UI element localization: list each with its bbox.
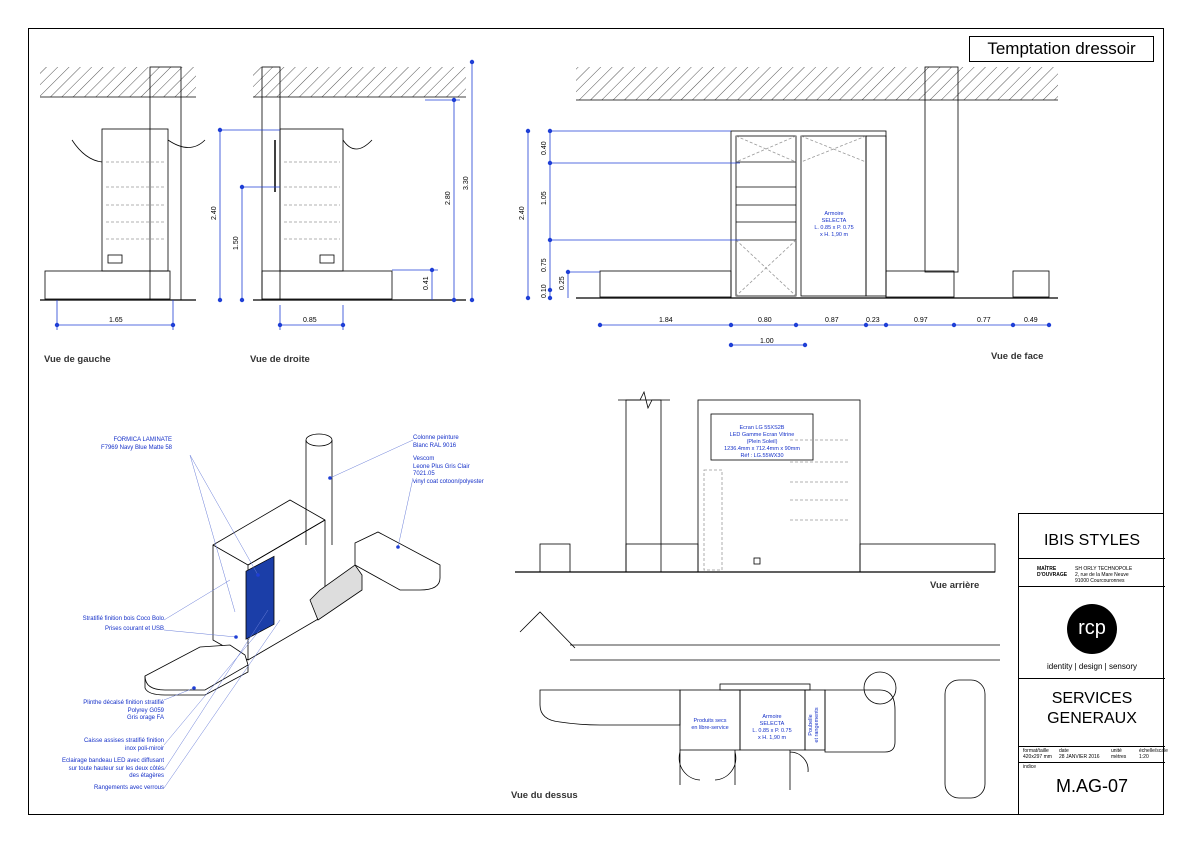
drawing-reference: M.AG-07 [1055, 776, 1129, 796]
back-screen-4: 1236.4mm x 712.4mm x 90mm [724, 446, 800, 452]
label-vue-face: Vue de face [991, 351, 1044, 362]
maitre-label: MAÎTRE D'OUVRAGE [1037, 566, 1068, 578]
dim-front-h1: 1.84 [659, 317, 673, 324]
left-view [40, 66, 206, 301]
top-armoire-2: SELECTA [760, 721, 785, 727]
maitre-value: SH ORLY TECHNOPOLE 2, rue de la Mare Neu… [1075, 566, 1133, 584]
top-produits-2: en libre-service [691, 725, 728, 731]
dim-front-v2: 1.05 [541, 191, 548, 205]
dim-right-h5: 0.41 [423, 276, 430, 290]
dim-front-bottom: 1.00 [760, 338, 774, 345]
back-screen-5: Réf : LG.55WX30 [740, 453, 783, 459]
annotation-vescom: Vescom Leone Plus Gris Clair 7021.05 vin… [413, 456, 484, 485]
annotation-dots [192, 476, 400, 690]
back-screen-3: (Plein Soleil) [747, 439, 778, 445]
top-armoire-3: L. 0.85 x P. 0.75 [752, 728, 791, 734]
annotation-leaders [163, 439, 414, 789]
top-armoire-1: Armoire [762, 714, 781, 720]
dim-right-h3: 2.80 [445, 191, 452, 205]
dim-front-v3: 0.75 [541, 258, 548, 272]
dim-left-width: 1.65 [109, 317, 123, 324]
right-dims [217, 59, 475, 330]
dim-front-h2: 0.80 [758, 317, 772, 324]
annotation-prises: Prises courant et USB [104, 626, 164, 632]
dim-front-h7: 0.49 [1024, 317, 1038, 324]
top-poubelle-2: et rangements [814, 707, 820, 742]
title-block: IBIS STYLES MAÎTRE D'OUVRAGE SH ORLY TEC… [1018, 513, 1168, 815]
sheet-frame [28, 28, 1164, 815]
front-armoire-3: L. 0.85 x P. 0.75 [814, 225, 853, 231]
annotation-plinthe: Plinthe décalsé finition stratifié Polyr… [83, 700, 164, 721]
dim-front-v1: 0.40 [541, 141, 548, 155]
dim-front-v5: 0.10 [541, 284, 548, 298]
field-echelle: échelle/scale 1:20 [1139, 748, 1168, 760]
isometric-view [144, 433, 441, 696]
annotation-stratifie: Stratifié finition bois Coco Bolo [82, 616, 164, 622]
front-dims [525, 128, 1052, 348]
annotation-rangements: Rangements avec verrous [93, 785, 164, 791]
annotation-caisse: Caisse assises stratifié finition inox p… [83, 738, 164, 752]
annotation-eclairage: Eclairage bandeau LED avec diffusant sur… [62, 758, 164, 779]
dim-front-v7: 2.40 [519, 206, 526, 220]
tagline: identity | design | sensory [1047, 662, 1137, 671]
field-date: date 28 JANVIER 2016 [1059, 748, 1100, 760]
front-armoire-4: x H. 1,90 m [820, 232, 849, 238]
rcp-logo: rcp [1067, 604, 1117, 654]
label-vue-arriere: Vue arrière [930, 580, 980, 591]
label-vue-gauche: Vue de gauche [44, 354, 111, 365]
label-vue-dessus: Vue du dessus [511, 790, 578, 801]
indice-label: indice [1023, 764, 1037, 770]
project-name: IBIS STYLES [1043, 532, 1141, 549]
dim-front-h6: 0.77 [977, 317, 991, 324]
top-produits-1: Produits secs [693, 718, 726, 724]
dim-right-width: 0.85 [303, 317, 317, 324]
front-armoire-1: Armoire [824, 211, 843, 217]
right-view [253, 66, 466, 301]
top-poubelle-1: Poubelle [808, 714, 814, 735]
label-vue-droite: Vue de droite [250, 354, 310, 365]
dim-front-h4: 0.23 [866, 317, 880, 324]
dim-front-v4: 0.25 [559, 276, 566, 290]
dim-right-h4: 3.30 [463, 176, 470, 190]
field-unite: unité mètres [1111, 748, 1127, 760]
service-name: SERVICES GENERAUX [1047, 690, 1137, 727]
annotation-colonne: Colonne peinture Blanc RAL 9016 [413, 435, 459, 449]
front-view [576, 66, 1058, 299]
back-screen-2: LED Gamme Ecran Vitrine [730, 432, 795, 438]
front-armoire-2: SELECTA [822, 218, 847, 224]
left-dim [54, 300, 176, 330]
top-armoire-4: x H. 1,90 m [758, 735, 787, 741]
annotation-formica: FORMICA LAMINATE F7969 Navy Blue Matte 5… [100, 437, 172, 451]
top-view [519, 611, 1000, 799]
field-format: format/taille 420x297 mm [1023, 748, 1052, 760]
back-view [515, 390, 996, 573]
dim-front-h5: 0.97 [914, 317, 928, 324]
dim-front-h3: 0.87 [825, 317, 839, 324]
sheet-title: Temptation dressoir [969, 36, 1154, 62]
dim-right-h1: 2.40 [211, 206, 218, 220]
dim-right-h2: 1.50 [233, 236, 240, 250]
back-screen-1: Ecran LG 55XS2B [740, 425, 785, 431]
